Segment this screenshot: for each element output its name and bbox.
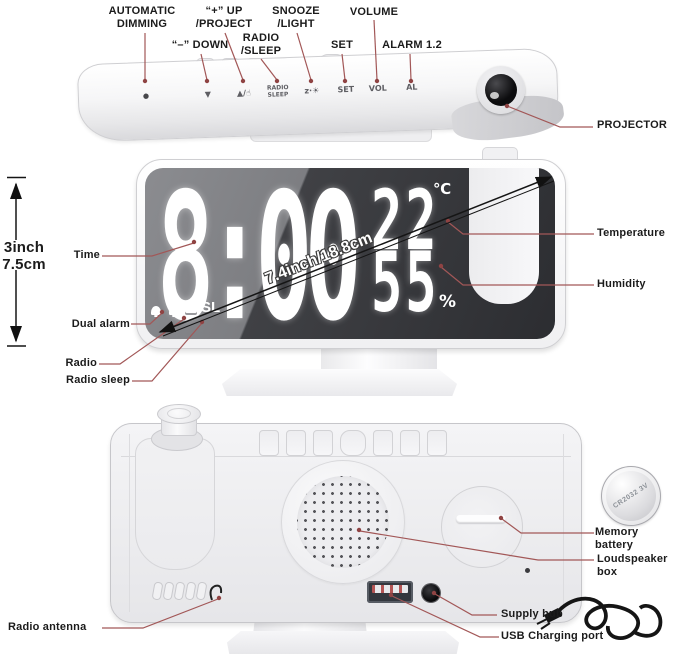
alarm1-bell-icon bbox=[151, 306, 161, 317]
label-alarm: ALARM 1.2 bbox=[382, 39, 442, 51]
sleep-indicator: SL bbox=[201, 299, 221, 316]
reset-hole bbox=[525, 568, 530, 573]
front-stand-neck bbox=[321, 347, 437, 371]
label-time: Time bbox=[73, 249, 100, 261]
back-button-slot bbox=[373, 430, 393, 456]
label-volume: VOLUME bbox=[349, 6, 399, 18]
usb-pins bbox=[372, 585, 408, 593]
vent-slot bbox=[151, 581, 164, 601]
front-stand-base bbox=[222, 369, 457, 396]
label-radio-sleep-front: Radio sleep bbox=[66, 374, 130, 386]
vent-slot bbox=[173, 581, 186, 601]
up-project-button-icon: ▲/☝ bbox=[236, 88, 252, 98]
battery-compartment bbox=[441, 486, 523, 568]
battery-door-slot bbox=[456, 515, 506, 523]
coin-battery-text: CR2032 3V bbox=[612, 481, 650, 511]
speaker-grille bbox=[297, 476, 389, 568]
volume-button-label: VOL bbox=[368, 83, 387, 94]
label-projector: PROJECTOR bbox=[597, 119, 668, 131]
alarm2-bell-icon bbox=[169, 306, 179, 317]
label-radio-antenna: Radio antenna bbox=[8, 621, 87, 633]
label-memory-battery: Memory battery bbox=[595, 526, 639, 552]
label-dual-alarm: Dual alarm bbox=[71, 318, 130, 330]
label-supply-hub: Supply hub bbox=[501, 608, 563, 620]
vent-slot bbox=[162, 581, 175, 601]
percent-unit: % bbox=[439, 292, 457, 312]
down-button-icon: ▼ bbox=[204, 89, 212, 99]
back-button-slot bbox=[286, 430, 306, 456]
back-button-slot bbox=[427, 430, 447, 456]
projector-lens-glass bbox=[485, 74, 517, 106]
back-panel-seam bbox=[563, 434, 564, 612]
speaker bbox=[281, 460, 405, 584]
usb-charging-port bbox=[367, 581, 413, 603]
label-humidity: Humidity bbox=[597, 278, 646, 290]
lens-highlight bbox=[490, 92, 499, 99]
back-stand-base bbox=[227, 631, 459, 654]
label-usb-charging-port: USB Charging port bbox=[501, 630, 604, 642]
label-temperature: Temperature bbox=[597, 227, 666, 239]
label-snooze-light: SNOOZE /LIGHT bbox=[272, 5, 320, 31]
vent-slot bbox=[184, 581, 197, 601]
power-supply-jack bbox=[422, 584, 440, 602]
label-down: “–” DOWN bbox=[171, 39, 229, 51]
snooze-button-back bbox=[340, 430, 366, 456]
label-up-project: “+” UP /PROJECT bbox=[195, 5, 253, 31]
label-radio: Radio bbox=[65, 357, 97, 369]
back-button-slot bbox=[313, 430, 333, 456]
label-automatic-dimming: AUTOMATIC DIMMING bbox=[108, 5, 176, 31]
set-button-label: SET bbox=[337, 84, 355, 95]
back-button-slot bbox=[259, 430, 279, 456]
vent-slot bbox=[195, 581, 208, 601]
label-set: SET bbox=[331, 39, 353, 51]
projection-arm-front bbox=[469, 168, 539, 304]
alarm-button-label: AL bbox=[405, 82, 418, 92]
back-button-slot bbox=[400, 430, 420, 456]
snooze-light-button-icon: z·☀ bbox=[304, 85, 320, 96]
clock-back-view-body bbox=[110, 423, 582, 623]
label-radio-sleep: RADIO /SLEEP bbox=[240, 32, 282, 58]
humidity-display: 55 bbox=[371, 235, 440, 332]
label-height-size: 3inch 7.5cm bbox=[2, 239, 46, 273]
radio-indicator-icon bbox=[185, 307, 197, 315]
back-panel-seam bbox=[121, 456, 571, 457]
label-loudspeaker-box: Loudspeaker box bbox=[597, 553, 668, 579]
coin-battery: CR2032 3V bbox=[601, 466, 661, 526]
back-panel-seam bbox=[129, 434, 130, 612]
dimming-sensor-icon: ● bbox=[142, 91, 150, 101]
projection-arm-recess bbox=[135, 438, 215, 570]
radio-sleep-button-label: RADIO SLEEP bbox=[266, 84, 289, 99]
celsius-unit: ℃ bbox=[433, 180, 452, 198]
projector-knob-ring bbox=[167, 408, 191, 419]
projector-lens bbox=[477, 66, 525, 114]
